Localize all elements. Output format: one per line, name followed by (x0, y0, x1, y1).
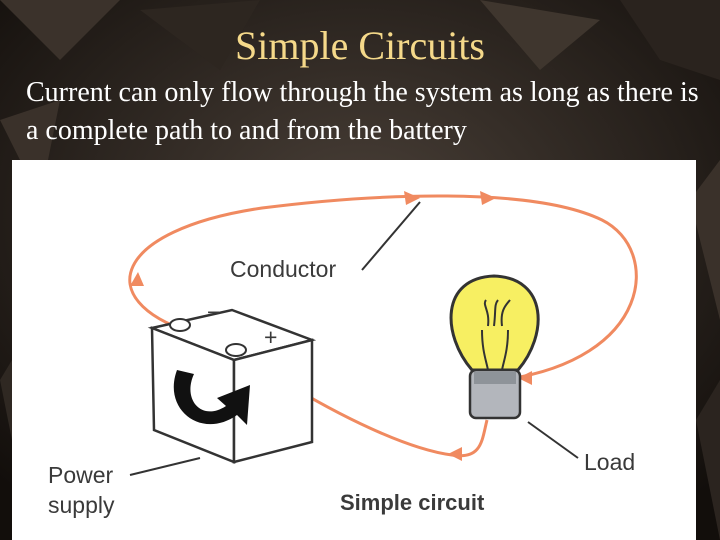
battery-icon (147, 308, 317, 464)
conductor-pointer (361, 201, 421, 271)
power-supply-label-line1: Power (48, 462, 114, 488)
simple-circuit-diagram: − + Conductor Power supply Load Simple c… (12, 160, 696, 540)
flow-arrow-icon (518, 371, 532, 385)
conductor-label: Conductor (230, 256, 336, 282)
diagram-caption: Simple circuit (340, 490, 485, 515)
flow-arrow-icon (448, 447, 462, 461)
battery-plus-sign: + (264, 324, 277, 350)
return-wire (256, 363, 489, 458)
battery-minus-sign: − (207, 299, 220, 325)
power-supply-label-line2: supply (48, 492, 115, 518)
slide-body-text: Current can only flow through the system… (26, 77, 699, 146)
load-label: Load (584, 449, 635, 475)
load-pointer (527, 421, 579, 459)
power-supply-pointer (129, 457, 201, 476)
light-bulb-icon (449, 274, 540, 420)
flow-arrow-icon (130, 272, 144, 286)
conductor-wire (128, 194, 638, 382)
flow-arrow-icon (480, 191, 496, 205)
slide-title: Simple Circuits (235, 23, 485, 68)
flow-arrow-icon (404, 191, 420, 205)
